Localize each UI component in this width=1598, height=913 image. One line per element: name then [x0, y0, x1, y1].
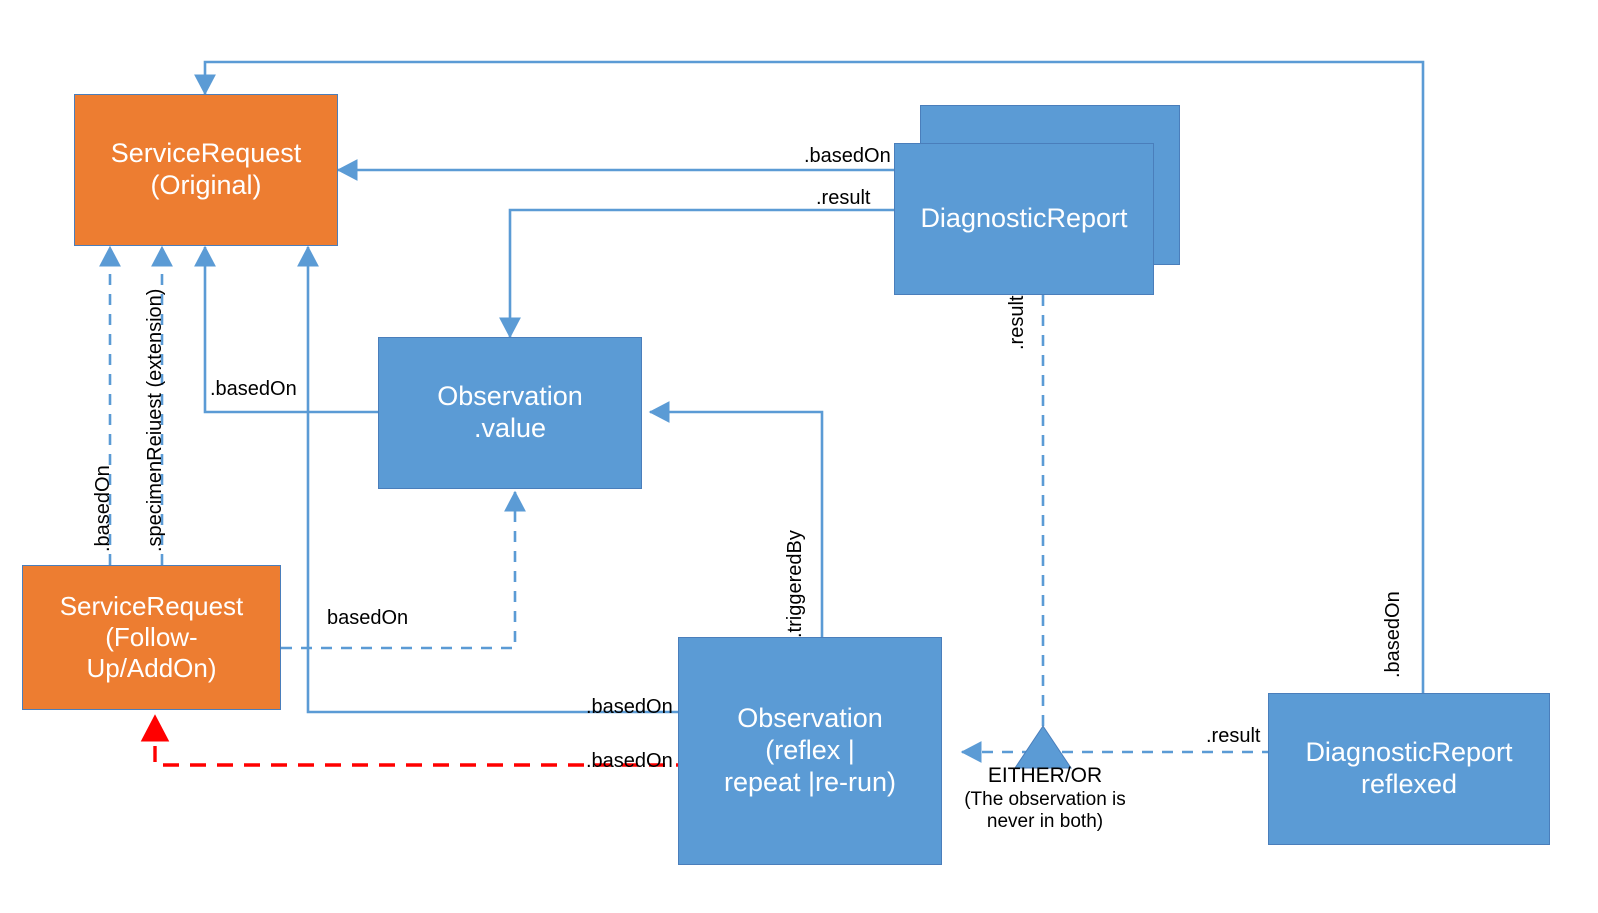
edge-label-obsreflex-basedon-red: .basedOn [586, 750, 673, 772]
edge-dr-result-to-observation [499, 208, 913, 339]
edge-label-obsvalue-basedon: .basedOn [210, 378, 297, 400]
node-diagnostic-report[interactable]: DiagnosticReport [894, 143, 1154, 295]
node-label: Observation.value [437, 381, 583, 443]
either-or-triangle [1014, 725, 1072, 769]
edge-label-obsreflex-basedon: .basedOn [586, 696, 673, 718]
node-label: DiagnosticReport [920, 203, 1128, 234]
node-service-request-original[interactable]: ServiceRequest(Original) [74, 94, 338, 246]
edge-label-followup-basedon-obsvalue: basedOn [327, 607, 409, 629]
node-observation-value[interactable]: Observation.value [378, 337, 642, 489]
edge-obsreflex-basedon-red-dashed [140, 714, 692, 767]
edge-label-specimenrequest-extension: .specimenReiuest (extension) [144, 288, 166, 552]
edge-label-dr-result: .result [816, 187, 871, 209]
node-label: Observation(reflex |repeat |re-run) [723, 703, 897, 797]
edge-obsreflex-basedon-to-sr [297, 245, 692, 714]
either-or-note-line1: (The observation is [964, 788, 1126, 810]
edge-label-reflexed-basedon: .basedOn [1382, 591, 1404, 678]
edge-triggeredby [648, 401, 824, 648]
edge-obsvalue-basedon-to-sr [194, 245, 385, 414]
edge-label-result-vertical: .result [1006, 295, 1028, 350]
node-observation-reflex[interactable]: Observation(reflex |repeat |re-run) [678, 637, 942, 865]
edge-label-triggeredby: .triggeredBy [784, 530, 806, 638]
node-service-request-followup[interactable]: ServiceRequest(Follow-Up/AddOn) [22, 565, 281, 710]
edge-reflexed-basedon-top [194, 60, 1425, 693]
either-or-annotation: EITHER/OR (The observation is never in b… [955, 764, 1135, 834]
edge-label-followup-basedon: .basedOn [92, 465, 114, 552]
node-label: ServiceRequest(Follow-Up/AddOn) [59, 591, 244, 683]
node-label: ServiceRequest(Original) [110, 138, 302, 200]
edge-label-dr-basedon: .basedOn [804, 145, 891, 167]
either-or-heading: EITHER/OR [987, 764, 1103, 787]
edge-label-reflexed-result: .result [1206, 725, 1261, 747]
either-or-note-line2: never in both) [986, 811, 1104, 833]
